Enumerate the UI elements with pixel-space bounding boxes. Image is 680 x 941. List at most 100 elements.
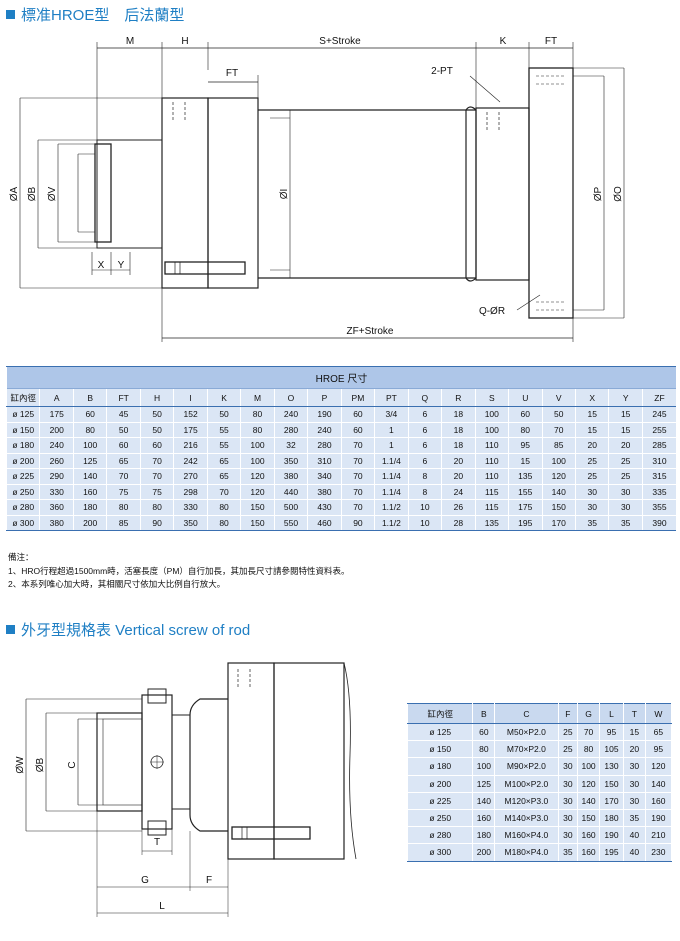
table-cell: 10 <box>407 499 442 516</box>
dim-qr: Q-ØR <box>479 306 505 317</box>
dim-i: ØI <box>279 189 290 200</box>
table-cell: 170 <box>541 515 576 531</box>
section-title-hroe: 標准HROE型 后法蘭型 <box>6 4 184 25</box>
table-cell: 190 <box>307 406 342 423</box>
table-cell: 180 <box>72 499 107 516</box>
table-cell: 50 <box>206 406 241 423</box>
table-cell: 140 <box>541 484 576 500</box>
table-cell: 315 <box>641 468 676 485</box>
table-cell: 70 <box>577 722 600 742</box>
table-cell: 120 <box>577 774 600 793</box>
column-header: FT <box>106 388 141 407</box>
table-cell: 152 <box>173 406 208 423</box>
table-cell: 70 <box>139 453 174 469</box>
table-cell: 30 <box>622 791 646 810</box>
table-cell: 440 <box>273 484 308 500</box>
table-cell: 140 <box>644 774 673 793</box>
table-cell: 195 <box>598 843 624 862</box>
table-cell: 1 <box>374 437 409 454</box>
table-cell: 30 <box>557 757 579 776</box>
table-cell: 30 <box>557 808 579 828</box>
table-cell: 160 <box>472 808 496 828</box>
table-cell: 70 <box>340 484 375 500</box>
table-cell: 100 <box>240 453 275 469</box>
table-cell: 195 <box>508 515 542 531</box>
table-cell: 270 <box>173 468 208 485</box>
section-square-icon <box>6 625 15 634</box>
table-cell: 70 <box>106 468 141 485</box>
dim-o: ØO <box>613 186 624 202</box>
table-cell: 100 <box>541 453 576 469</box>
table-cell: 110 <box>474 468 509 485</box>
table-cell: 24 <box>441 484 476 500</box>
table-cell: 55 <box>206 422 241 438</box>
table-cell: 240 <box>307 422 342 438</box>
table-cell: 170 <box>598 791 624 810</box>
table-cell: 115 <box>474 499 509 516</box>
table-cell: 65 <box>644 722 673 742</box>
table-cell: 310 <box>641 453 676 469</box>
table-cell: 35 <box>574 515 609 531</box>
table-cell: 100 <box>240 437 275 454</box>
table-cell: 18 <box>441 422 476 438</box>
dim2-t: T <box>154 837 160 848</box>
table-cell: 140 <box>577 791 600 810</box>
table-cell: ø 280 <box>5 499 40 516</box>
table-cell: 120 <box>541 468 576 485</box>
table-cell: 1.1/2 <box>374 499 409 516</box>
table-cell: 360 <box>39 499 74 516</box>
dim-stroke: S+Stroke <box>319 36 361 47</box>
table-cell: ø 125 <box>5 406 40 423</box>
table-cell: ø 280 <box>406 826 474 845</box>
table-cell: ø 180 <box>5 437 40 454</box>
table-cell: 180 <box>472 826 496 845</box>
column-header: K <box>206 388 241 407</box>
dim2-c: C <box>67 761 78 768</box>
table-cell: 25 <box>557 722 579 742</box>
table-cell: 30 <box>574 499 609 516</box>
table-cell: 80 <box>106 499 141 516</box>
table-cell: 18 <box>441 406 476 423</box>
table-cell: 18 <box>441 437 476 454</box>
table-cell: 60 <box>508 406 542 423</box>
table-cell: 65 <box>106 453 141 469</box>
notes: 備注： 1、HRO行程超過1500mm時，活塞長度（PM）自行加長，其加長尺寸請… <box>8 551 349 592</box>
column-header: B <box>472 703 496 724</box>
table-cell: 160 <box>644 791 673 810</box>
dim-p: ØP <box>593 186 604 201</box>
table-cell: 380 <box>307 484 342 500</box>
table-cell: 80 <box>206 515 241 531</box>
table-cell: 120 <box>240 484 275 500</box>
table-cell: 350 <box>273 453 308 469</box>
column-header: L <box>598 703 624 724</box>
table-cell: 120 <box>240 468 275 485</box>
table-cell: 120 <box>644 757 673 776</box>
cylinder-drawing: M H S+Stroke K FT FT 2-PT X Y Q-ØR ZF+St… <box>9 36 625 342</box>
column-header: Y <box>608 388 643 407</box>
table-cell: 460 <box>307 515 342 531</box>
table-cell: ø 250 <box>5 484 40 500</box>
table-cell: 1 <box>374 422 409 438</box>
dim-b: ØB <box>27 186 38 201</box>
table-cell: 95 <box>598 722 624 742</box>
table-cell: 240 <box>273 406 308 423</box>
table-cell: 60 <box>340 422 375 438</box>
table-cell: 3/4 <box>374 406 409 423</box>
table-cell: 6 <box>407 453 442 469</box>
table-cell: 70 <box>340 453 375 469</box>
table-cell: 100 <box>474 422 509 438</box>
table-cell: 15 <box>608 422 643 438</box>
table-cell: M120×P3.0 <box>494 791 559 810</box>
table-cell: 242 <box>173 453 208 469</box>
column-header: O <box>273 388 308 407</box>
table-cell: 245 <box>641 406 676 423</box>
column-header: G <box>577 703 600 724</box>
column-header: S <box>474 388 509 407</box>
column-header: M <box>240 388 275 407</box>
